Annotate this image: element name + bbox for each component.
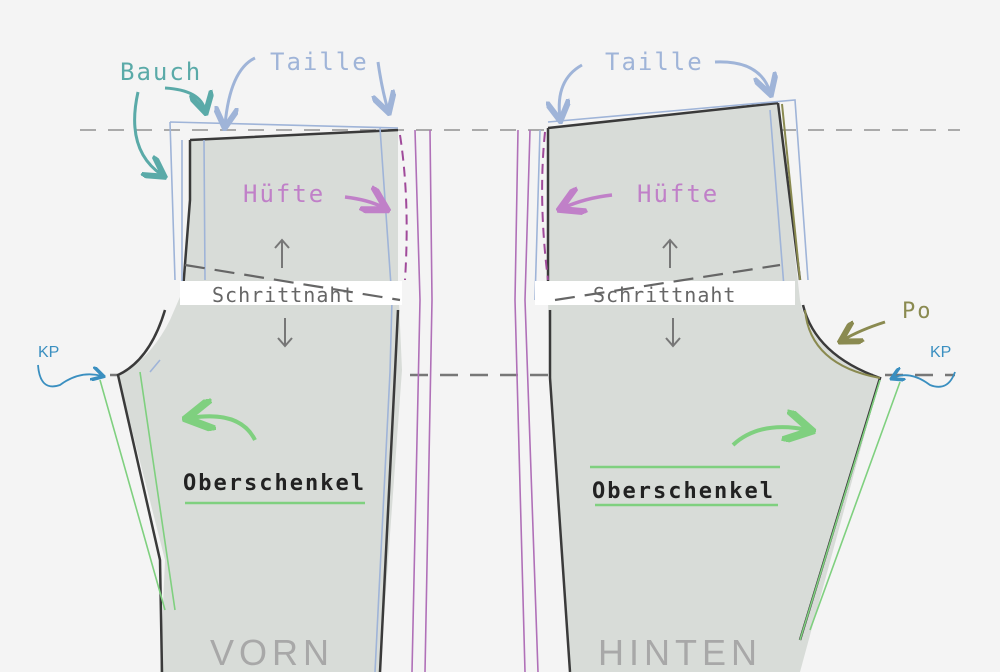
front-down-arrow [277,318,293,348]
hinten-label: HINTEN [598,632,762,672]
right-schrittnaht-label: Schrittnaht [593,283,736,307]
back-schritt-dash [554,263,781,302]
right-kp-arrow [893,372,956,388]
right-oberschenkel-underline [590,465,780,507]
left-kp-label: KP [38,344,59,361]
right-taille-arrow-2 [714,60,770,92]
right-huefte-arrow [563,195,613,208]
front-green-line [99,371,176,611]
right-huefte-label: Hüfte [637,180,719,208]
vorn-label: VORN [210,632,334,672]
back-outline [546,101,882,672]
back-schrittnaht-band [535,281,795,305]
back-purple-dash [541,131,549,281]
left-kp-arrow [37,364,102,388]
front-outline [116,128,400,672]
back-po-line [781,103,881,379]
front-schritt-dash [184,263,401,302]
po-label: Po [902,299,933,324]
left-taille-arrow-2 [378,61,388,110]
left-oberschenkel-label: Oberschenkel [183,471,366,496]
front-purple-dash [399,134,408,281]
right-taille-label: Taille [605,48,704,76]
left-huefte-label: Hüfte [243,180,325,208]
po-arrow [843,322,886,340]
back-blue-line [534,99,809,301]
left-schrittnaht-label: Schrittnaht [212,283,355,307]
left-huefte-arrow [344,197,384,208]
right-taille-arrow [559,63,583,118]
right-green-arrow [731,427,808,447]
left-taille-label: Taille [270,48,369,76]
back-pattern-piece [548,103,880,672]
left-taille-arrow [225,56,256,125]
right-oberschenkel-label: Oberschenkel [592,479,775,504]
front-blue-line [149,121,399,672]
bauch-arrow [164,86,205,110]
right-kp-label: KP [930,344,951,361]
front-schrittnaht-band [180,281,402,305]
front-up-arrow [274,238,290,268]
back-down-arrow [665,318,681,348]
bauch-label: Bauch [120,58,202,86]
back-up-arrow [662,238,678,268]
bauch-arrow-2 [133,91,162,175]
left-green-arrow [190,416,257,441]
back-purple-line [514,129,539,672]
front-purple-line [411,129,433,672]
back-green-line [799,379,901,641]
